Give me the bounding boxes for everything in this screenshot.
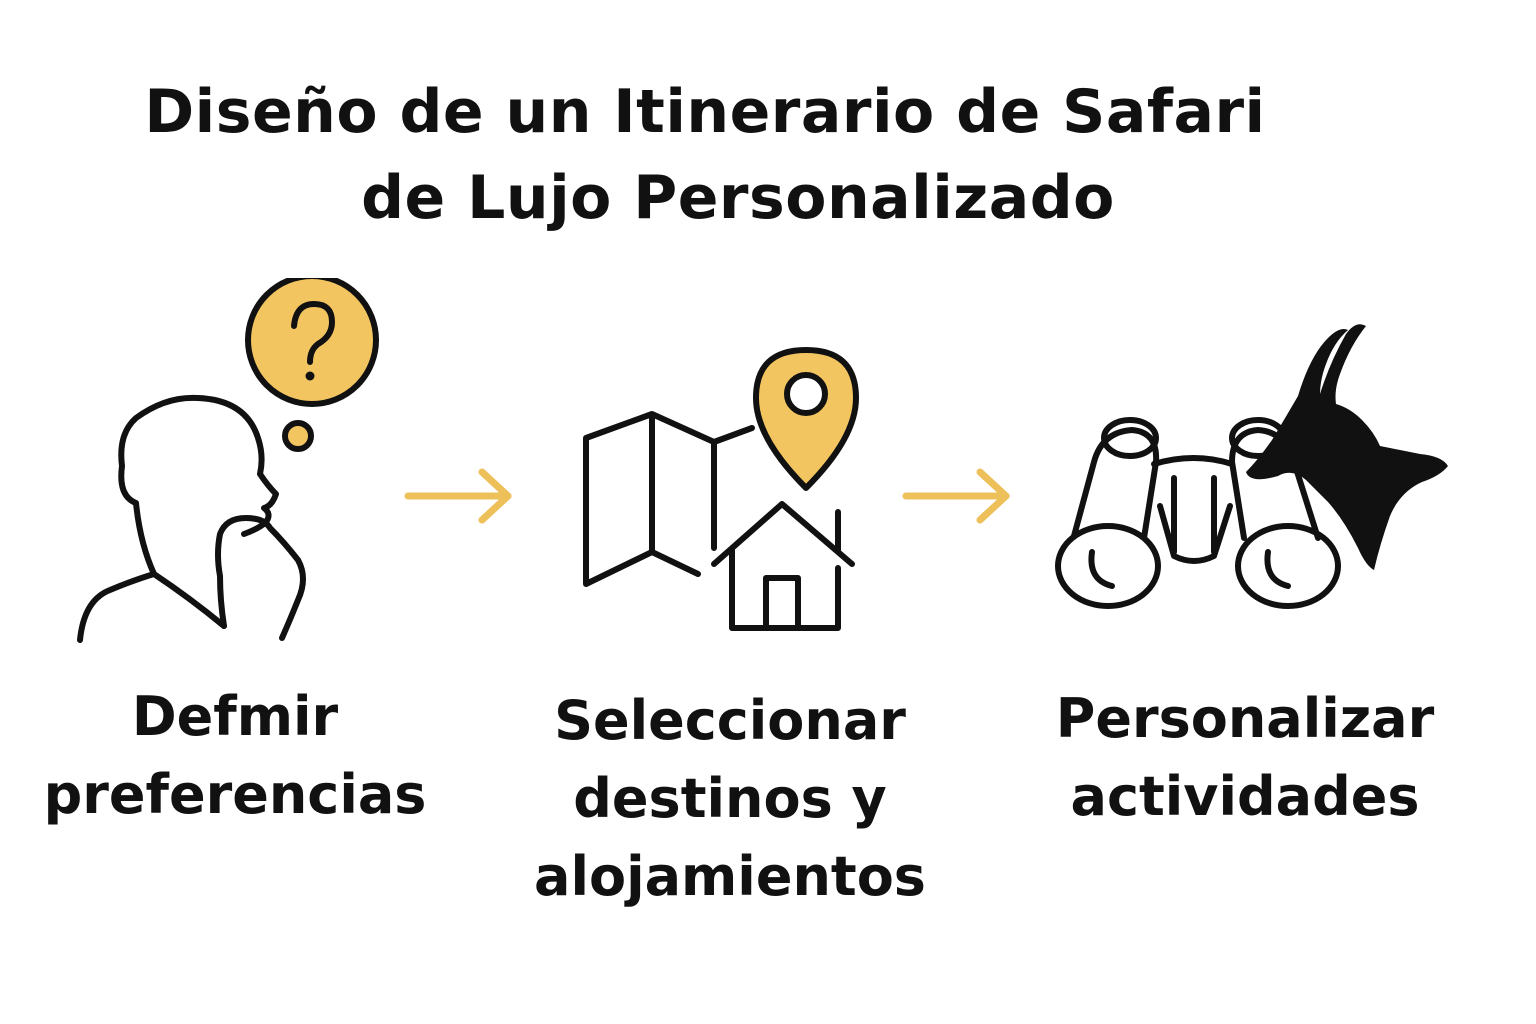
step-label-customize-activities: Personalizar actividades — [1055, 687, 1435, 828]
person-head — [118, 394, 279, 577]
binoculars-antelope-icon — [1055, 324, 1448, 609]
house — [711, 501, 855, 631]
question-bubble — [245, 278, 379, 407]
diagram-title-line-2: de Lujo Personalizado — [361, 163, 1115, 233]
diagram-title-line-1: Diseño de un Itinerario de Safari — [144, 77, 1266, 147]
binoculars-icon — [1055, 417, 1341, 609]
thinking-person-question-icon — [77, 278, 379, 643]
location-pin — [753, 347, 859, 491]
arrow-right-icon — [404, 468, 512, 524]
thought-dot — [282, 420, 314, 452]
question-mark-icon — [291, 300, 336, 365]
person-hand — [215, 515, 306, 641]
step-label-select-destinations: Seleccionar destinos y alojamientos — [534, 689, 926, 908]
antelope-icon — [1246, 324, 1448, 570]
folded-map — [583, 411, 755, 587]
person-shoulders — [77, 571, 227, 643]
arrow-right-icon — [902, 468, 1010, 524]
map-pin-house-icon — [583, 347, 859, 631]
step-label-define-preferences: Defmir preferencias — [43, 685, 427, 826]
